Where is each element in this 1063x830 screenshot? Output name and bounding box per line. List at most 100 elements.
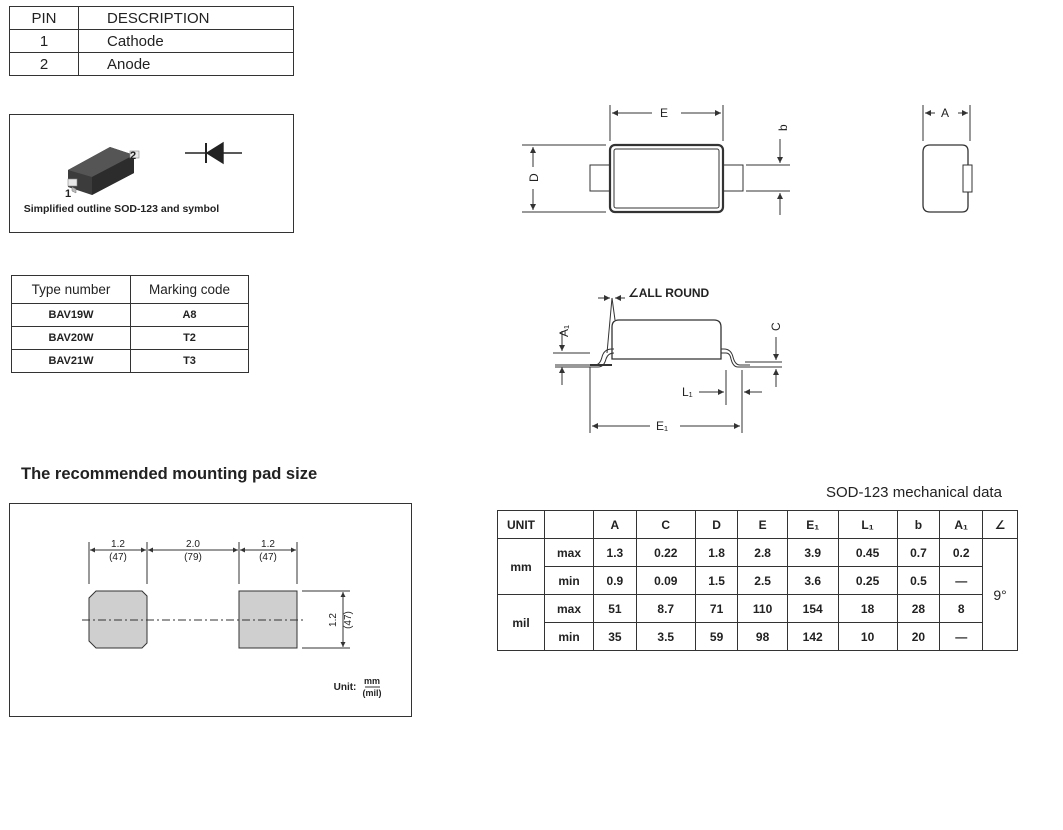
mech-header-cell: b (896, 510, 941, 539)
table-row: mil max 51 8.7 71 110 154 18 28 8 (497, 594, 1018, 651)
value-cell: 0.2 (939, 538, 984, 567)
left-pad-width-mm: 1.2 (111, 539, 125, 550)
value-cell: 110 (737, 594, 788, 623)
table-row: 1 Cathode (9, 29, 294, 53)
value-cell: 59 (694, 622, 739, 651)
value-cell: 0.9 (593, 566, 637, 595)
limit-cell: max (544, 538, 594, 567)
pin1-label: 1 (65, 188, 71, 200)
dim-label-e: E (660, 106, 668, 120)
pin-header: PIN (9, 6, 79, 30)
marking-code: T2 (130, 326, 249, 350)
value-cell: 0.09 (635, 566, 696, 595)
mechanical-drawing: E D b A ∠ALL ROUND A₁ C L₁ E₁ (522, 105, 973, 433)
marking-table: Type number Marking code BAV19W A8 BAV20… (11, 275, 249, 373)
value-cell: 0.45 (837, 538, 898, 567)
table-row: 2 Anode (9, 52, 294, 76)
mech-header-cell: L₁ (837, 510, 898, 539)
right-pad-width-mm: 1.2 (261, 539, 275, 550)
value-cell: 8 (939, 594, 984, 623)
mech-header-cell: E₁ (786, 510, 839, 539)
dim-label-d: D (527, 173, 541, 182)
value-cell: 8.7 (635, 594, 696, 623)
table-row: min 0.9 0.09 1.5 2.5 3.6 0.25 0.5 — (498, 566, 1018, 595)
value-cell: 98 (737, 622, 788, 651)
end-view-drawing (922, 105, 973, 213)
mech-header-cell: A₁ (939, 510, 984, 539)
diode-symbol-icon (185, 141, 242, 165)
value-cell: 3.9 (786, 538, 839, 567)
outline-box: 2 1 Simplified outline SOD-123 and symbo… (9, 114, 294, 233)
pin-description: Anode (78, 52, 294, 76)
all-round-label: ∠ALL ROUND (628, 286, 710, 300)
value-cell: 142 (786, 622, 839, 651)
mech-header-cell: ∠ (982, 510, 1018, 539)
limit-cell: max (544, 594, 594, 623)
package-outline-drawing: 2 1 (65, 141, 242, 200)
limit-cell: min (544, 622, 594, 651)
table-row: mm max 1.3 0.22 1.8 2.8 3.9 0.45 0.7 0.2… (497, 538, 1018, 651)
value-cell: 51 (593, 594, 637, 623)
value-cell: 20 (896, 622, 941, 651)
pin-table: PIN DESCRIPTION 1 Cathode 2 Anode (9, 6, 294, 76)
pin2-label: 2 (130, 150, 136, 162)
value-cell: 1.3 (593, 538, 637, 567)
outline-caption: Simplified outline SOD-123 and symbol (23, 203, 220, 215)
type-number: BAV19W (11, 303, 131, 327)
angle-cell: 9° (982, 538, 1018, 651)
value-cell: 3.6 (786, 566, 839, 595)
side-view-drawing (553, 295, 782, 433)
value-cell: — (939, 566, 984, 595)
type-number-header: Type number (11, 275, 131, 304)
dim-label-c: C (769, 322, 783, 331)
value-cell: 28 (896, 594, 941, 623)
pin-description: Cathode (78, 29, 294, 53)
dim-label-a1: A₁ (557, 325, 571, 337)
value-cell: 3.5 (635, 622, 696, 651)
dim-label-a: A (941, 106, 949, 120)
top-view-drawing (522, 105, 790, 215)
pin-number: 1 (9, 29, 79, 53)
value-cell: 2.5 (737, 566, 788, 595)
pad-height-mil: (47) (343, 611, 354, 629)
unit-cell: mm (497, 538, 545, 595)
mech-header-cell: E (737, 510, 788, 539)
pad-size-box: 1.2 (47) 2.0 (79) 1.2 (47) 1.2 (47) Unit… (9, 503, 412, 717)
mech-data-table: UNIT A C D E E₁ L₁ b A₁ ∠ mm max 1.3 0.2… (497, 510, 1018, 651)
value-cell: 35 (593, 622, 637, 651)
marking-code: T3 (130, 349, 249, 373)
value-cell: 1.8 (694, 538, 739, 567)
pad-size-drawing: 1.2 (47) 2.0 (79) 1.2 (47) 1.2 (47) Unit… (82, 539, 382, 698)
marking-code: A8 (130, 303, 249, 327)
value-cell: 1.5 (694, 566, 739, 595)
mech-header-cell: D (694, 510, 739, 539)
table-row: BAV21W T3 (11, 349, 249, 373)
table-row: BAV19W A8 (11, 303, 249, 327)
value-cell: — (939, 622, 984, 651)
description-header: DESCRIPTION (78, 6, 294, 30)
unit-denominator: (mil) (363, 688, 382, 698)
limit-cell: min (544, 566, 594, 595)
table-row: BAV20W T2 (11, 326, 249, 350)
pin-table-header: PIN DESCRIPTION (9, 6, 294, 30)
table-row: min 35 3.5 59 98 142 10 20 — (498, 622, 1018, 651)
mech-header-cell: C (635, 510, 696, 539)
mech-header-row: UNIT A C D E E₁ L₁ b A₁ ∠ (497, 510, 1018, 539)
unit-label: Unit: (334, 682, 357, 693)
marking-table-header: Type number Marking code (11, 275, 249, 304)
mech-header-cell (544, 510, 594, 539)
dim-label-l1: L₁ (682, 385, 693, 399)
value-cell: 0.25 (837, 566, 898, 595)
pad-height-mm: 1.2 (328, 613, 339, 627)
mech-data-title: SOD-123 mechanical data (826, 484, 1002, 501)
right-pad-width-mil: (47) (259, 552, 277, 563)
mech-header-cell: UNIT (497, 510, 545, 539)
type-number: BAV21W (11, 349, 131, 373)
pad-gap-mm: 2.0 (186, 539, 200, 550)
value-cell: 0.7 (896, 538, 941, 567)
dim-label-e1: E₁ (656, 419, 668, 433)
pad-gap-mil: (79) (184, 552, 202, 563)
left-pad-width-mil: (47) (109, 552, 127, 563)
pin-number: 2 (9, 52, 79, 76)
value-cell: 0.5 (896, 566, 941, 595)
